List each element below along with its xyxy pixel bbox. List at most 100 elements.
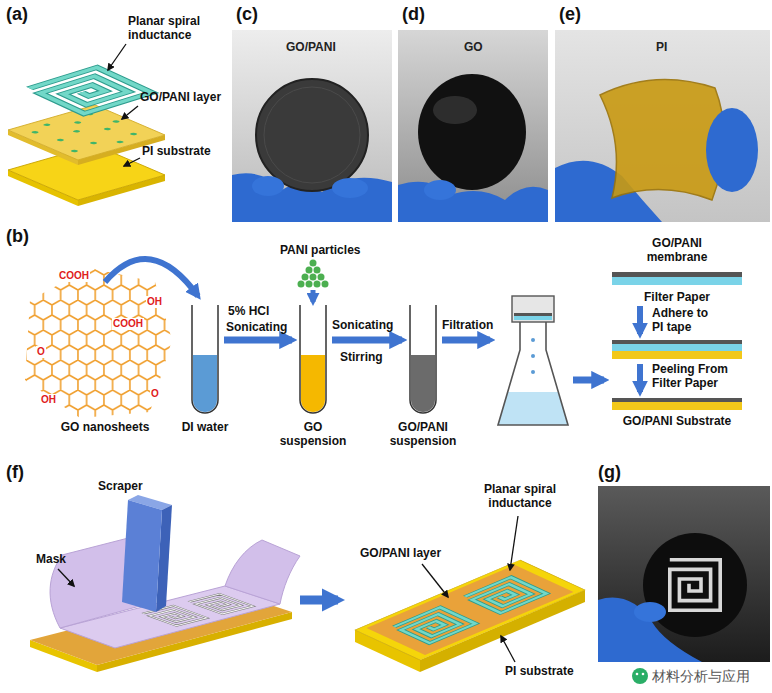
photo-pi	[555, 30, 770, 222]
stage-label: GO nanosheets	[40, 420, 170, 434]
pani-dots	[30, 131, 39, 134]
mask-spiral-cutout	[189, 594, 253, 614]
spiral-inductor	[394, 607, 475, 643]
wechat-icon	[642, 673, 645, 676]
leader-arrow	[501, 636, 515, 662]
chemical-group: OH	[40, 394, 57, 406]
filtration-flask	[512, 296, 554, 322]
spiral-inductor	[465, 577, 546, 613]
pani-particles	[302, 274, 309, 281]
pani-dots	[129, 132, 138, 135]
step-label: 5% HCl	[228, 304, 269, 318]
filtration-flask	[531, 338, 535, 342]
callout-label: PI substrate	[142, 144, 211, 158]
wechat-icon	[636, 673, 639, 676]
leader-arrow	[422, 564, 448, 597]
filtration-flask	[531, 370, 535, 374]
stencil-mask	[50, 535, 300, 648]
pani-dots	[73, 121, 82, 124]
photo-go	[424, 180, 456, 200]
pani-dots	[42, 123, 51, 126]
stage-label: GO suspension	[272, 420, 354, 449]
layer-label: Filter Paper	[612, 290, 742, 304]
process-arrow	[332, 337, 402, 344]
spiral-inductor	[30, 67, 152, 113]
chemical-group: COOH	[58, 270, 90, 282]
stage-label: DI water	[170, 420, 240, 434]
pani-dots	[22, 110, 151, 155]
filtration-flask	[498, 296, 568, 425]
panel-label: (c)	[236, 4, 258, 26]
pani-dots	[89, 141, 98, 144]
chemical-group: O	[36, 346, 46, 358]
filtration-flask	[514, 313, 552, 316]
watermark: 材料分析与应用	[652, 668, 750, 685]
photo-go-pani	[264, 87, 360, 183]
membrane-stack	[612, 340, 742, 344]
printed-device	[367, 565, 574, 655]
pani-dots	[56, 138, 65, 141]
printed-device	[355, 560, 585, 660]
step-label: Filtration	[442, 318, 493, 332]
step-label: Sonicating	[332, 318, 393, 332]
layer-label: GO/PANI membrane	[632, 236, 722, 265]
test-tube	[193, 355, 217, 412]
panel-label: (e)	[559, 4, 581, 26]
membrane-stack	[612, 351, 742, 359]
membrane-stack	[612, 277, 742, 285]
process-arrow	[311, 290, 316, 302]
leader-arrow	[58, 569, 74, 586]
photo-pi	[706, 108, 758, 192]
step-label: Adhere to PI tape	[652, 306, 722, 335]
chemical-group: COOH	[112, 318, 144, 330]
scraper-blade	[122, 500, 162, 612]
photo-pi	[600, 79, 724, 200]
test-tube	[192, 305, 218, 413]
test-tube	[300, 305, 326, 413]
scraper-blade	[122, 495, 172, 612]
go-nanosheet-drawing	[25, 268, 172, 418]
panel-label: (f)	[6, 462, 24, 484]
pani-dots	[72, 130, 81, 133]
pani-dots	[70, 149, 79, 152]
callout-label: Scraper	[98, 479, 143, 493]
photo-go-pani	[252, 176, 284, 196]
pani-particles	[298, 281, 305, 288]
callout-label: GO/PANI layer	[140, 90, 221, 104]
pani-particles	[318, 274, 325, 281]
chemical-group: OH	[146, 296, 163, 308]
leader-arrow	[422, 516, 518, 662]
pani-particles	[310, 274, 317, 281]
leader-arrow	[108, 44, 140, 166]
spiral-inductor	[30, 67, 152, 113]
photo-label: PI	[656, 40, 667, 54]
panel-label: (d)	[402, 4, 425, 26]
pani-particles	[314, 281, 321, 288]
spiral-inductor	[30, 67, 152, 113]
spiral-inductor	[465, 577, 546, 613]
photo-go	[398, 30, 548, 222]
silver-spiral	[670, 560, 720, 610]
test-tube	[192, 305, 218, 413]
photo-go-pani	[332, 178, 368, 198]
spiral-inductor	[465, 577, 546, 613]
process-arrow	[637, 306, 643, 334]
step-label: Sonicating	[226, 320, 287, 334]
pani-particles	[306, 281, 313, 288]
mask-spiral-cutout	[189, 594, 253, 614]
process-arrow	[573, 377, 604, 384]
photo-go-pani	[232, 30, 392, 222]
membrane-stack	[612, 402, 742, 410]
stencil-mask	[225, 540, 300, 604]
filtration-flask	[498, 322, 568, 425]
test-tube	[301, 355, 325, 412]
go-nanosheet-drawing	[25, 268, 172, 418]
test-tube	[411, 355, 435, 412]
test-tube	[300, 305, 326, 413]
leader-arrow	[510, 516, 518, 570]
photo-label: GO	[464, 40, 483, 54]
printed-device	[355, 560, 585, 672]
